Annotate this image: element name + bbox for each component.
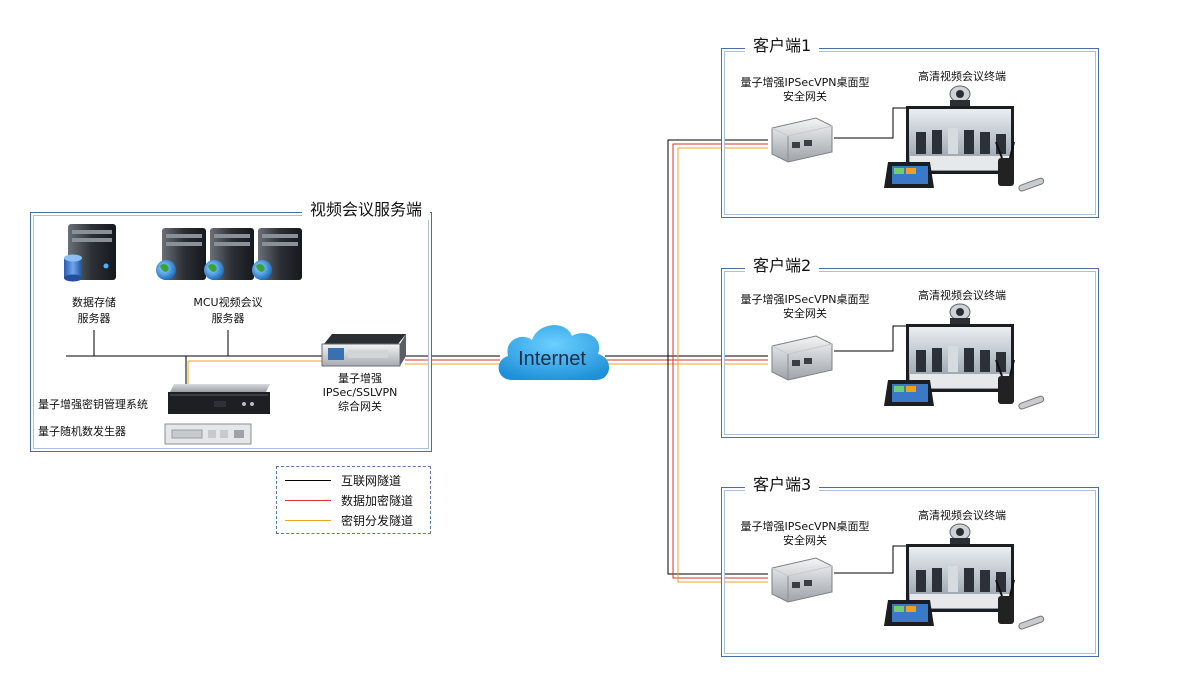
kms-rack-icon	[168, 384, 270, 414]
central-gateway-label-1: 量子增强	[338, 372, 382, 385]
legend-swatch-data	[285, 499, 331, 501]
storage-server-label-1: 数据存储	[72, 296, 116, 309]
client-3-gateway-label-2: 安全网关	[783, 534, 827, 547]
client-2-video-terminal-icon	[884, 303, 1045, 410]
central-gateway-label-2: IPSec/SSLVPN	[322, 386, 398, 399]
storage-server-icon	[64, 224, 116, 282]
mcu-server-label-2: 服务器	[211, 312, 245, 325]
storage-server-label-2: 服务器	[77, 312, 111, 325]
client-3-video-terminal-icon	[884, 523, 1045, 630]
legend-label: 密钥分发隧道	[341, 513, 414, 528]
legend-item-data: 数据加密隧道	[285, 492, 413, 508]
mcu-server-icon	[156, 228, 302, 280]
qrng-label: 量子随机数发生器	[38, 425, 126, 438]
client-2-title: 客户端2	[745, 256, 820, 276]
central-gateway-icon	[321, 334, 406, 367]
internet-label: Internet	[518, 348, 586, 370]
client-1-box	[721, 48, 1099, 218]
legend: 互联网隧道 数据加密隧道 密钥分发隧道	[276, 466, 431, 534]
server-site-box	[30, 212, 432, 452]
internet-cloud-icon	[498, 325, 610, 380]
legend-item-key: 密钥分发隧道	[285, 512, 413, 528]
server-site-title: 视频会议服务端	[302, 200, 431, 220]
client-2-gateway-label-2: 安全网关	[783, 307, 827, 320]
kms-label: 量子增强密钥管理系统	[38, 398, 148, 411]
mcu-server-label-1: MCU视频会议	[193, 296, 263, 309]
central-gateway-label-3: 综合网关	[338, 400, 382, 413]
client-3-title: 客户端3	[745, 475, 820, 495]
client-3-desktop-gateway-icon	[771, 557, 833, 603]
client-2-desktop-gateway-icon	[771, 335, 833, 381]
client-1-terminal-label: 高清视频会议终端	[918, 70, 1006, 83]
client-3-terminal-label: 高清视频会议终端	[918, 509, 1006, 522]
qrng-icon	[164, 423, 252, 445]
client-2-box	[721, 268, 1099, 438]
legend-label: 互联网隧道	[341, 473, 402, 488]
client-3-box	[721, 487, 1099, 657]
client-3-gateway-label-1: 量子增强IPSecVPN桌面型	[740, 520, 870, 533]
legend-label: 数据加密隧道	[341, 493, 414, 508]
client-2-gateway-label-1: 量子增强IPSecVPN桌面型	[740, 293, 870, 306]
client-1-title: 客户端1	[745, 36, 820, 56]
legend-swatch-internet	[285, 479, 331, 481]
client-1-video-terminal-icon	[884, 85, 1045, 192]
legend-item-internet: 互联网隧道	[285, 472, 401, 488]
legend-swatch-key	[285, 519, 331, 521]
client-2-terminal-label: 高清视频会议终端	[918, 289, 1006, 302]
client-1-gateway-label-1: 量子增强IPSecVPN桌面型	[740, 76, 870, 89]
client-1-desktop-gateway-icon	[771, 117, 833, 163]
client-1-gateway-label-2: 安全网关	[783, 90, 827, 103]
